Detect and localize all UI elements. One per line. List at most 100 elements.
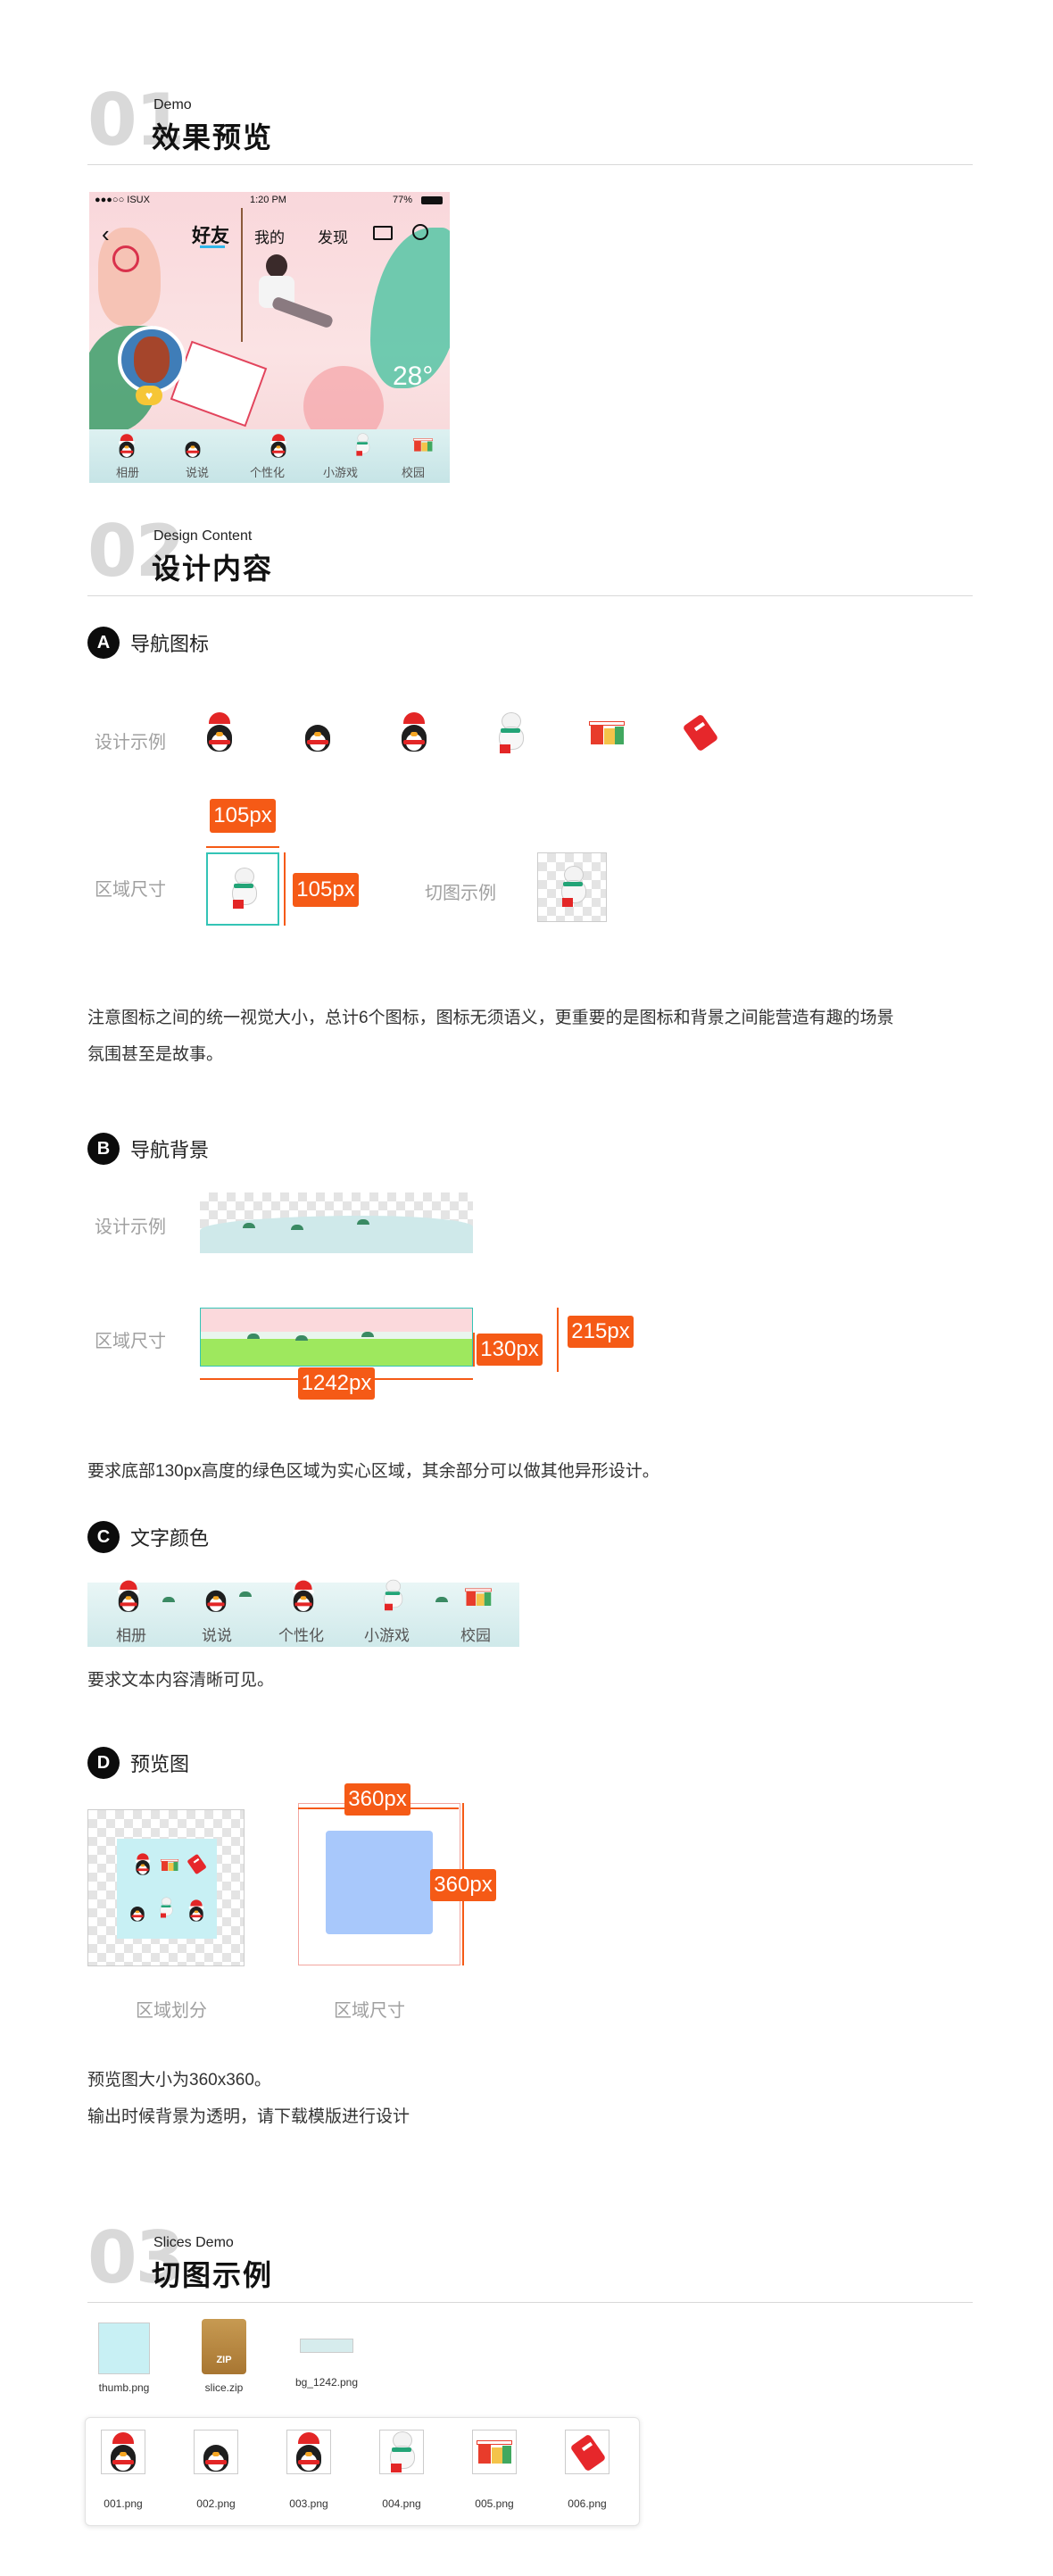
file-zip[interactable]: ZIP slice.zip — [193, 2319, 255, 2403]
section-title-en: Slices Demo — [153, 2235, 234, 2250]
bg-green-height-line — [473, 1333, 475, 1367]
area-size-label: 区域尺寸 — [95, 880, 166, 900]
battery-icon — [421, 196, 443, 204]
section-title-cn: 切图示例 — [152, 2259, 274, 2291]
penguin-hat-icon — [104, 2432, 143, 2473]
clock: 1:20 PM — [250, 195, 286, 205]
slice-example-label: 切图示例 — [425, 884, 496, 903]
bg-note: 要求底部130px高度的绿色区域为实心区域，其余部分可以做其他异形设计。 — [87, 1462, 659, 1481]
file-thumb[interactable]: thumb.png — [93, 2323, 155, 2403]
game-nav-icon[interactable] — [352, 432, 373, 457]
slice-example-bear — [553, 864, 593, 909]
zip-label: ZIP — [216, 2355, 232, 2365]
file-bg[interactable]: bg_1242.png — [291, 2330, 362, 2392]
album-nav-icon[interactable] — [115, 434, 138, 459]
bg-example-label: 设计示例 — [95, 1217, 166, 1237]
slice-file-005[interactable]: 005.png — [468, 2430, 521, 2515]
nav-label-personalize[interactable]: 个性化 — [250, 466, 286, 479]
slice-file-004[interactable]: 004.png — [375, 2430, 428, 2515]
badge-b: B — [87, 1133, 120, 1165]
section-header-design-content: 02 Design Content 设计内容 — [87, 516, 973, 596]
file-name: 004.png — [382, 2497, 421, 2510]
file-name: slice.zip — [204, 2381, 244, 2394]
icon-card-example — [680, 712, 719, 752]
tab-mine[interactable]: 我的 — [254, 229, 285, 246]
carrier: ●●●○○ ISUX — [95, 195, 150, 205]
search-icon[interactable] — [412, 224, 428, 240]
section-header-demo: 01 Demo 效果预览 — [87, 85, 973, 165]
thumb-icon — [98, 2323, 150, 2374]
c-label-album: 相册 — [116, 1627, 146, 1644]
design-example-label: 设计示例 — [95, 733, 166, 752]
bg-total-height-line — [557, 1308, 559, 1372]
file-name: 005.png — [475, 2497, 514, 2510]
section-number: 01 — [87, 79, 185, 162]
mail-icon[interactable] — [373, 226, 393, 240]
tab-friends[interactable]: 好友 — [192, 226, 229, 246]
file-name: 002.png — [196, 2497, 236, 2510]
d-icon-1 — [132, 1853, 153, 1875]
subsection-b-header: B 导航背景 — [87, 1131, 209, 1167]
swing-rope — [241, 208, 243, 342]
slice-file-002[interactable]: 002.png — [189, 2430, 243, 2515]
icon-talk-example — [298, 712, 337, 753]
file-name: 006.png — [568, 2497, 607, 2510]
tab-discover[interactable]: 发现 — [318, 229, 348, 246]
card-icon — [568, 2432, 607, 2472]
d-icon-2 — [160, 1857, 179, 1874]
zip-archive-icon: ZIP — [202, 2319, 246, 2374]
c-icon-game — [378, 1578, 408, 1612]
text-color-note: 要求文本内容清晰可见。 — [87, 1671, 275, 1690]
d-icon-3 — [186, 1853, 207, 1875]
badge-d: D — [87, 1747, 120, 1779]
preview-height-tag: 360px — [430, 1869, 496, 1901]
talk-nav-icon[interactable] — [181, 434, 204, 459]
c-label-personalize: 个性化 — [278, 1627, 324, 1644]
icon-area-bear — [224, 866, 263, 910]
preview-note-line-2: 输出时候背景为透明，请下载模版进行设计 — [87, 2107, 410, 2126]
bg-example-box — [200, 1192, 473, 1253]
c-icon-campus — [464, 1584, 493, 1611]
height-dimension-line — [284, 852, 286, 926]
subsection-d-title: 预览图 — [130, 1753, 190, 1775]
bg-green-height-tag: 130px — [477, 1334, 543, 1366]
nav-label-campus[interactable]: 校园 — [402, 466, 426, 479]
slice-file-003[interactable]: 003.png — [282, 2430, 336, 2515]
penguin-icon — [196, 2432, 236, 2473]
slices-panel — [85, 2417, 640, 2526]
gift-icon — [475, 2435, 514, 2471]
subsection-c-title: 文字颜色 — [130, 1527, 210, 1550]
icon-album-example — [200, 712, 239, 753]
width-dimension-tag: 105px — [210, 799, 276, 833]
nav-label-album[interactable]: 相册 — [116, 466, 140, 479]
preview-caption-left: 区域划分 — [136, 2001, 207, 2021]
slice-file-001[interactable]: 001.png — [96, 2430, 150, 2515]
file-name: 001.png — [104, 2497, 143, 2510]
c-icon-talk — [200, 1581, 231, 1614]
preview-note-line-1: 预览图大小为360x360。 — [87, 2071, 271, 2090]
section-title-en: Design Content — [153, 528, 253, 544]
battery-text: 77% — [393, 195, 413, 205]
bg-size-box — [200, 1308, 473, 1367]
personalize-nav-icon[interactable] — [267, 434, 290, 459]
file-name: thumb.png — [98, 2381, 150, 2394]
character-face — [98, 228, 161, 326]
tab-underline — [200, 245, 225, 248]
campus-nav-icon[interactable] — [412, 436, 434, 455]
preview-region-division — [87, 1809, 245, 1966]
avatar[interactable] — [118, 326, 186, 394]
back-icon[interactable]: ‹ — [102, 220, 110, 247]
phone-nav-strip — [89, 429, 450, 483]
bg-width-tag: 1242px — [298, 1367, 375, 1400]
bg-thumb-icon — [300, 2339, 353, 2353]
slice-file-006[interactable]: 006.png — [560, 2430, 614, 2515]
icon-note-line-2: 氛围甚至是故事。 — [87, 1045, 224, 1064]
badge-c: C — [87, 1521, 120, 1553]
nav-label-talk[interactable]: 说说 — [186, 466, 210, 479]
c-icon-album — [112, 1580, 144, 1614]
penguin-hat-icon — [289, 2432, 328, 2473]
c-icon-personalize — [287, 1580, 319, 1614]
subsection-a-header: A 导航图标 — [87, 625, 209, 661]
nav-label-game[interactable]: 小游戏 — [323, 466, 359, 479]
subsection-a-title: 导航图标 — [130, 633, 210, 655]
